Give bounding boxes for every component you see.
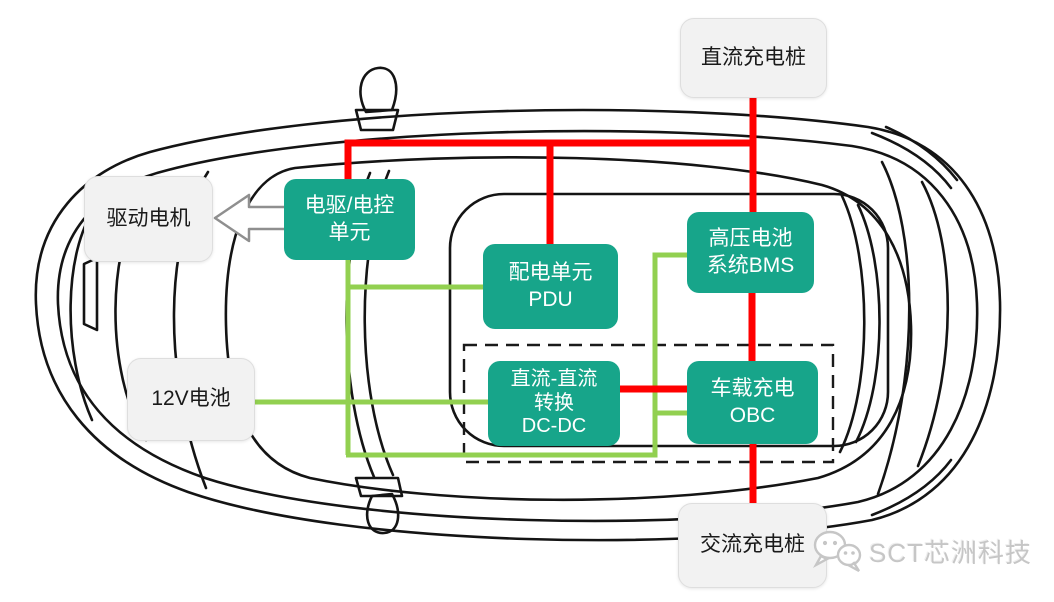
node-label-line: PDU (528, 287, 573, 311)
node-pdu: 配电单元 PDU (483, 244, 618, 329)
node-label-line: 系统BMS (706, 253, 795, 277)
car-rear-pillar-slash-3 (870, 458, 953, 517)
node-ac-charging-pile: 交流充电桩 (678, 503, 827, 588)
side-mirror-bottom-icon (354, 476, 404, 498)
car-body-shoulder (56, 129, 979, 523)
node-label-line: 高压电池 (708, 227, 793, 251)
car-trunk-crease-1 (876, 160, 911, 496)
node-label-line: 车载充电 (710, 377, 795, 401)
side-mirror-top-glass (359, 66, 398, 114)
node-hv-battery-bms: 高压电池 系统BMS (687, 212, 814, 293)
edge-bus-to-bms (346, 252, 690, 458)
node-label-line: OBC (729, 403, 776, 427)
node-label-line: 直流-直流 (510, 368, 598, 391)
node-label-line: 电驱/电控 (304, 194, 395, 218)
edge-hvbus-to-mcu (344, 139, 753, 182)
node-label: 交流充电桩 (700, 533, 805, 557)
node-label-line: 转换 (534, 391, 574, 414)
car-trunk-crease-2 (916, 180, 950, 468)
car-rear-window-line-2 (854, 203, 881, 444)
node-dc-charging-pile: 直流充电桩 (680, 18, 827, 98)
car-cabin (224, 155, 913, 502)
node-label-line: DC-DC (521, 415, 587, 438)
watermark-text: SCT芯洲科技 (869, 537, 1033, 568)
side-mirror-bottom-glass (365, 492, 400, 535)
node-dcdc-converter: 直流-直流 转换 DC-DC (488, 361, 620, 446)
node-label-line: 单元 (328, 220, 371, 244)
car-rear-window-line-1 (838, 194, 866, 454)
node-label-line: 配电单元 (508, 261, 593, 285)
car-rear-pillar-slash-1 (870, 131, 953, 190)
wechat-bubbles-icon (812, 530, 862, 573)
car-roof-panel (448, 192, 890, 448)
node-label: 12V电池 (151, 387, 231, 411)
node-motor-control-unit: 电驱/电控 单元 (284, 179, 415, 260)
node-drive-motor: 驱动电机 (84, 176, 213, 262)
node-obc: 车载充电 OBC (687, 361, 818, 444)
hv-red-lines (344, 95, 757, 506)
node-label: 驱动电机 (106, 206, 191, 230)
car-rear-pillar-slash-2 (884, 125, 959, 182)
watermark: SCT芯洲科技 (810, 528, 1032, 574)
node-label: 直流充电桩 (701, 45, 806, 69)
node-12v-battery: 12V电池 (127, 358, 255, 441)
lv-green-lines (253, 252, 690, 458)
car-front-plate (82, 256, 99, 332)
car-body-outer (34, 108, 1002, 542)
